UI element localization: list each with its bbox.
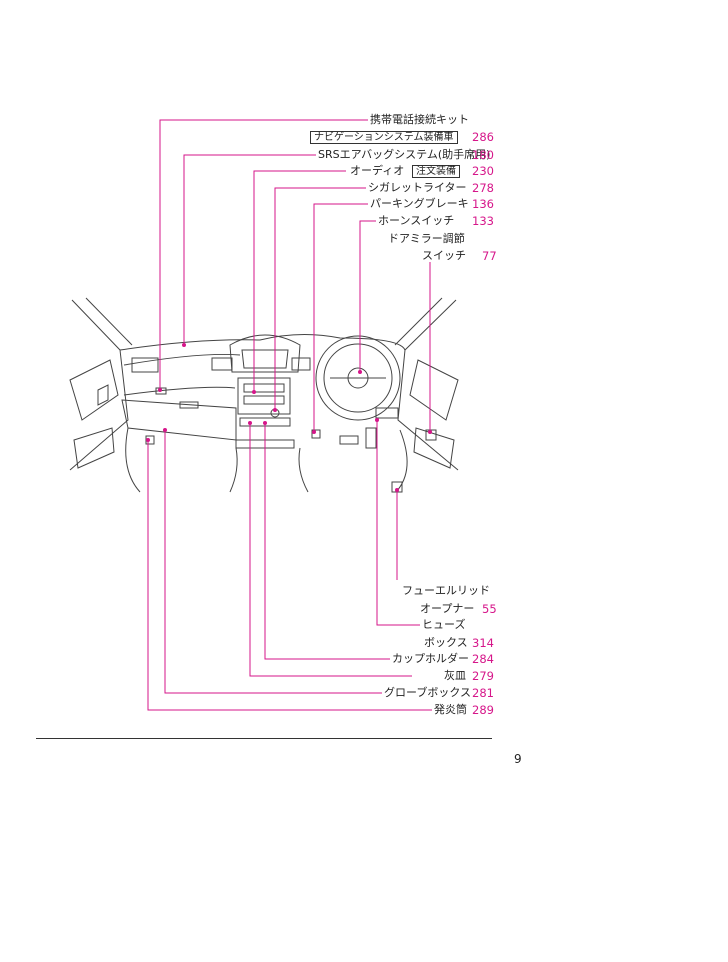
callout-mirror-switch: スイッチ <box>422 249 466 262</box>
navi-condition-box: ナビゲーションシステム装備車 <box>310 131 458 144</box>
callout-parking-page[interactable]: 136 <box>472 197 494 211</box>
footer-rule <box>36 738 492 739</box>
callout-flare: 発炎筒 <box>434 703 467 716</box>
callout-fuel-opener: オープナー <box>420 602 475 615</box>
callout-audio-page[interactable]: 230 <box>472 164 494 178</box>
callout-srs-airbag: SRSエアバッグシステム(助手席用) <box>318 148 491 161</box>
callout-mirror-page[interactable]: 77 <box>482 249 497 263</box>
callout-fuse-page[interactable]: 314 <box>472 636 494 650</box>
callout-ashtray: 灰皿 <box>444 669 466 682</box>
callout-flare-page[interactable]: 289 <box>472 703 494 717</box>
callout-horn-switch: ホーンスイッチ <box>378 214 455 227</box>
callout-glove-box: グローブボックス <box>384 686 472 699</box>
callout-cigarette-page[interactable]: 278 <box>472 181 494 195</box>
callout-cup-holder: カップホルダー <box>392 652 469 665</box>
callout-audio: オーディオ <box>350 164 405 177</box>
callout-parking-brake: パーキングブレーキ <box>370 197 469 210</box>
callout-fuse-box: ボックス <box>424 636 468 649</box>
page-number: 9 <box>514 752 522 766</box>
audio-condition-box: 注文装備 <box>412 165 460 178</box>
callout-phone-kit: 携帯電話接続キット <box>370 113 469 126</box>
callout-navi-condition: ナビゲーションシステム装備車 <box>310 130 458 144</box>
callout-navi-page[interactable]: 286 <box>472 130 494 144</box>
callout-mirror-adjust: ドアミラー調節 <box>388 232 465 245</box>
callout-ashtray-page[interactable]: 279 <box>472 669 494 683</box>
callout-glove-page[interactable]: 281 <box>472 686 494 700</box>
callout-srs-page[interactable]: 180 <box>472 148 494 162</box>
callout-audio-condition: 注文装備 <box>412 164 460 178</box>
callout-horn-page[interactable]: 133 <box>472 214 494 228</box>
callout-fuel-page[interactable]: 55 <box>482 602 497 616</box>
callout-fuel-lid: フューエルリッド <box>402 584 490 597</box>
callout-fuse: ヒューズ <box>422 618 466 631</box>
callout-cup-page[interactable]: 284 <box>472 652 494 666</box>
callout-cigarette-lighter: シガレットライター <box>368 181 467 194</box>
